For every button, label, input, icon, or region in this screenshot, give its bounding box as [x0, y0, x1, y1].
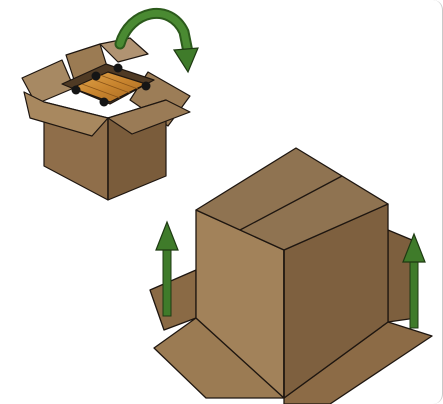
closed-box-top: [195, 147, 389, 251]
pallet-foot: [141, 81, 151, 91]
pallet-foot: [91, 71, 101, 81]
ground-flap-left: [149, 269, 197, 331]
up-arrow-icon: [402, 232, 426, 329]
pallet-foot: [113, 63, 123, 73]
closed-box-on-flaps-icon: [149, 147, 433, 404]
open-box-front-left-flap: [23, 91, 109, 137]
open-box-with-pallet-icon: [21, 37, 191, 201]
up-arrow-icon: [155, 220, 179, 317]
pallet-foot: [99, 97, 109, 107]
curved-lift-arrow-icon: [114, 8, 199, 74]
open-box-front-right-flap: [107, 99, 191, 135]
pallet-foot: [71, 85, 81, 95]
